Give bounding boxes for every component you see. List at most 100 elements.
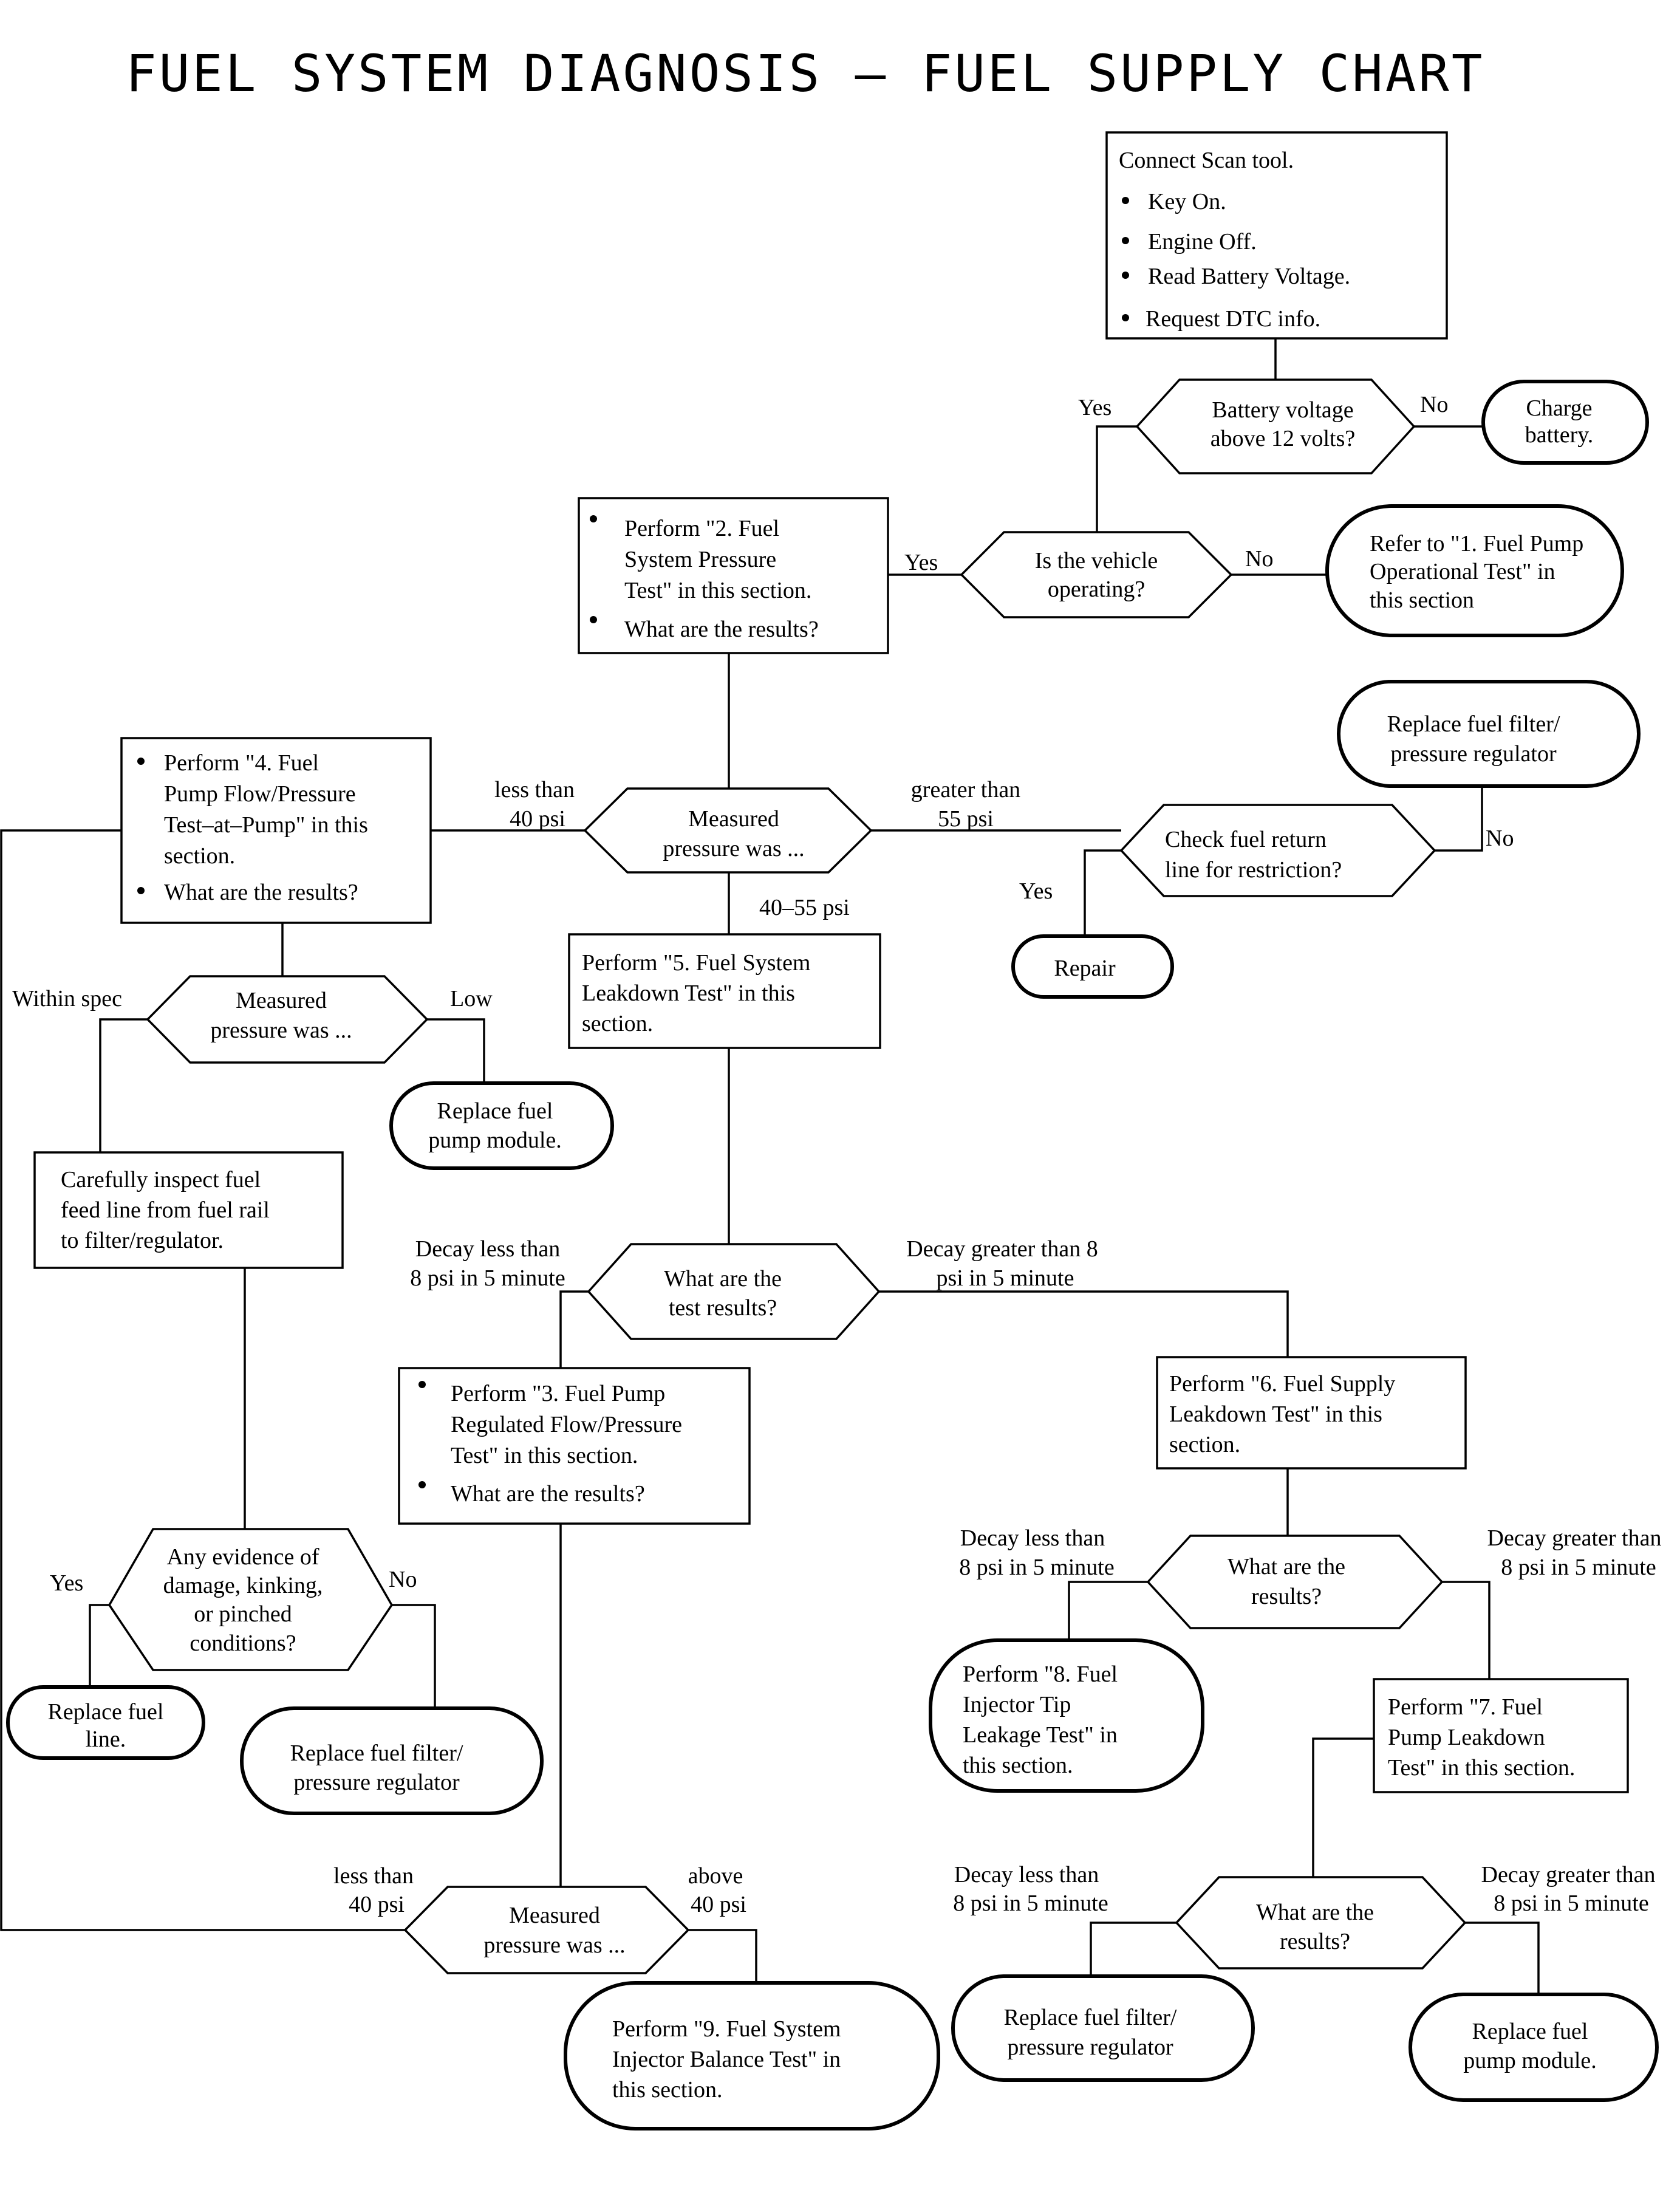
svg-text:Replace fuel filter/: Replace fuel filter/	[1004, 2005, 1177, 2030]
label-decay-greater-3b: 8 psi in 5 minute	[1494, 1891, 1648, 1916]
perform-fuel-supply-leakdown-test-box: Perform "6. Fuel Supply Leakdown Test" i…	[1156, 1356, 1467, 1470]
label-decay-greater-2a: Decay greater than	[1487, 1525, 1662, 1551]
svg-text:section.: section.	[582, 1011, 653, 1036]
svg-text:Perform "2. Fuel: Perform "2. Fuel	[624, 516, 779, 541]
damage-evidence-decision: Any evidence of damage, kinking, or pinc…	[108, 1528, 394, 1671]
svg-text:Regulated Flow/Pressure: Regulated Flow/Pressure	[451, 1412, 682, 1437]
perform-injector-balance-test-terminal: Perform "9. Fuel System Injector Balance…	[564, 1981, 940, 2130]
check-fuel-return-decision: Check fuel return line for restriction?	[1119, 804, 1436, 897]
svg-text:results?: results?	[1251, 1584, 1322, 1609]
svg-text:Battery voltage: Battery voltage	[1212, 397, 1353, 423]
perform-fuel-system-leakdown-test-box: Perform "5. Fuel System Leakdown Test" i…	[568, 933, 881, 1049]
svg-text:pump module.: pump module.	[1463, 2048, 1597, 2073]
vehicle-operating-decision: Is the vehicle operating?	[960, 531, 1233, 618]
svg-text:pressure was ...: pressure was ...	[210, 1018, 352, 1043]
measured-pressure-main-decision: Measured pressure was ...	[583, 787, 873, 874]
svg-text:Operational Test" in: Operational Test" in	[1370, 559, 1555, 584]
svg-text:Pump Leakdown: Pump Leakdown	[1388, 1725, 1545, 1750]
label-decay-less-2b: 8 psi in 5 minute	[959, 1555, 1114, 1580]
label-decay-less-3a: Decay less than	[954, 1862, 1099, 1887]
svg-text:Is the vehicle: Is the vehicle	[1035, 548, 1158, 573]
svg-text:line.: line.	[86, 1727, 126, 1752]
svg-text:conditions?: conditions?	[190, 1631, 296, 1656]
replace-fuel-filter-bottom-terminal: Replace fuel filter/ pressure regulator	[951, 1974, 1255, 2082]
svg-text:What are the: What are the	[1256, 1900, 1374, 1925]
svg-text:Replace fuel filter/: Replace fuel filter/	[1387, 711, 1560, 737]
svg-text:Charge: Charge	[1526, 395, 1592, 421]
label-no-evidence: No	[389, 1567, 417, 1592]
svg-text:What are the results?: What are the results?	[164, 880, 358, 905]
label-above-40-1: above	[688, 1863, 743, 1889]
label-greater-55-1: greater than	[911, 777, 1020, 803]
svg-text:Pump Flow/Pressure: Pump Flow/Pressure	[164, 781, 356, 807]
label-no-return: No	[1486, 826, 1514, 851]
label-less-40-main-1: less than	[494, 777, 575, 803]
charge-battery-terminal: Charge battery.	[1481, 380, 1649, 465]
label-within-spec: Within spec	[12, 986, 122, 1011]
label-decay-less-2a: Decay less than	[960, 1525, 1105, 1551]
svg-text:to filter/regulator.: to filter/regulator.	[61, 1228, 224, 1253]
svg-text:Perform "6. Fuel Supply: Perform "6. Fuel Supply	[1169, 1371, 1395, 1397]
replace-fuel-line-terminal: Replace fuel line.	[6, 1685, 205, 1760]
svg-text:pressure regulator: pressure regulator	[1007, 2035, 1173, 2060]
label-less-40-main-2: 40 psi	[510, 806, 565, 832]
svg-text:pressure was ...: pressure was ...	[483, 1932, 625, 1958]
svg-text:section.: section.	[164, 843, 235, 869]
replace-fuel-pump-module-bottom-terminal: Replace fuel pump module.	[1409, 1993, 1659, 2102]
svg-text:Engine Off.: Engine Off.	[1148, 229, 1257, 255]
svg-text:Leakdown Test" in this: Leakdown Test" in this	[1169, 1401, 1382, 1427]
svg-text:Replace fuel: Replace fuel	[48, 1699, 164, 1725]
perform-fuel-injector-tip-leakage-test-terminal: Perform "8. Fuel Injector Tip Leakage Te…	[929, 1638, 1204, 1793]
svg-text:line for restriction?: line for restriction?	[1165, 857, 1342, 883]
label-less-40-bottom-1: less than	[333, 1863, 414, 1889]
svg-text:above 12 volts?: above 12 volts?	[1210, 426, 1356, 451]
svg-text:Replace fuel: Replace fuel	[1472, 2019, 1588, 2044]
svg-text:test results?: test results?	[669, 1295, 777, 1321]
svg-text:Any evidence of: Any evidence of	[166, 1544, 319, 1570]
svg-text:What are the: What are the	[1228, 1554, 1345, 1579]
svg-text:System Pressure: System Pressure	[624, 547, 776, 572]
svg-text:Measured: Measured	[509, 1903, 600, 1928]
svg-text:feed line from fuel rail: feed line from fuel rail	[61, 1197, 270, 1223]
svg-text:Measured: Measured	[688, 806, 779, 832]
svg-text:section.: section.	[1169, 1432, 1240, 1457]
perform-fuel-pump-leakdown-test-box: Perform "7. Fuel Pump Leakdown Test" in …	[1373, 1678, 1629, 1793]
svg-text:Carefully inspect fuel: Carefully inspect fuel	[61, 1167, 261, 1193]
test-results-decision: What are the test results?	[587, 1243, 881, 1340]
svg-text:Injector Balance Test" in: Injector Balance Test" in	[612, 2047, 841, 2072]
refer-fuel-pump-operational-test-terminal: Refer to "1. Fuel Pump Operational Test"…	[1325, 504, 1624, 637]
label-less-40-bottom-2: 40 psi	[349, 1892, 405, 1917]
svg-text:damage, kinking,: damage, kinking,	[163, 1573, 323, 1598]
svg-text:this section.: this section.	[612, 2077, 723, 2103]
label-decay-greater-1b: psi in 5 minute	[937, 1265, 1074, 1291]
svg-text:pressure regulator: pressure regulator	[293, 1770, 460, 1795]
chart-title: FUEL SYSTEM DIAGNOSIS – FUEL SUPPLY CHAR…	[126, 44, 1484, 103]
svg-text:Repair: Repair	[1054, 956, 1116, 981]
svg-text:Measured: Measured	[236, 988, 327, 1013]
label-above-40-2: 40 psi	[691, 1892, 746, 1917]
svg-text:Perform "7. Fuel: Perform "7. Fuel	[1388, 1694, 1543, 1720]
label-decay-less-1a: Decay less than	[415, 1236, 560, 1262]
svg-text:Refer to "1. Fuel Pump: Refer to "1. Fuel Pump	[1370, 531, 1583, 556]
perform-fuel-pump-flow-pressure-test-box: Perform "4. Fuel Pump Flow/Pressure Test…	[120, 737, 432, 924]
svg-text:Key On.: Key On.	[1148, 189, 1226, 214]
measured-pressure-bottom-decision: Measured pressure was ...	[403, 1886, 690, 1974]
label-decay-less-3b: 8 psi in 5 minute	[953, 1891, 1108, 1916]
svg-text:Test" in this section.: Test" in this section.	[451, 1443, 638, 1468]
label-yes-battery: Yes	[1078, 395, 1111, 420]
repair-terminal: Repair	[1011, 934, 1174, 999]
label-decay-less-1b: 8 psi in 5 minute	[410, 1265, 565, 1291]
label-no-battery: No	[1420, 392, 1448, 417]
perform-fuel-pump-regulated-flow-test-box: Perform "3. Fuel Pump Regulated Flow/Pre…	[398, 1367, 751, 1525]
label-range-40-55: 40–55 psi	[759, 895, 850, 920]
svg-text:Perform "3. Fuel Pump: Perform "3. Fuel Pump	[451, 1381, 665, 1406]
label-greater-55-2: 55 psi	[938, 806, 994, 832]
label-yes-return: Yes	[1019, 878, 1053, 904]
connectors	[0, 338, 1540, 1994]
svg-text:Test–at–Pump" in this: Test–at–Pump" in this	[164, 812, 368, 838]
perform-fuel-system-pressure-test-box: Perform "2. Fuel System Pressure Test" i…	[578, 497, 889, 654]
flowchart-nodes: Connect Scan tool. Key On. Engine Off. R…	[6, 131, 1659, 2130]
svg-text:this section: this section	[1370, 587, 1474, 613]
svg-text:pressure regulator: pressure regulator	[1390, 741, 1557, 767]
